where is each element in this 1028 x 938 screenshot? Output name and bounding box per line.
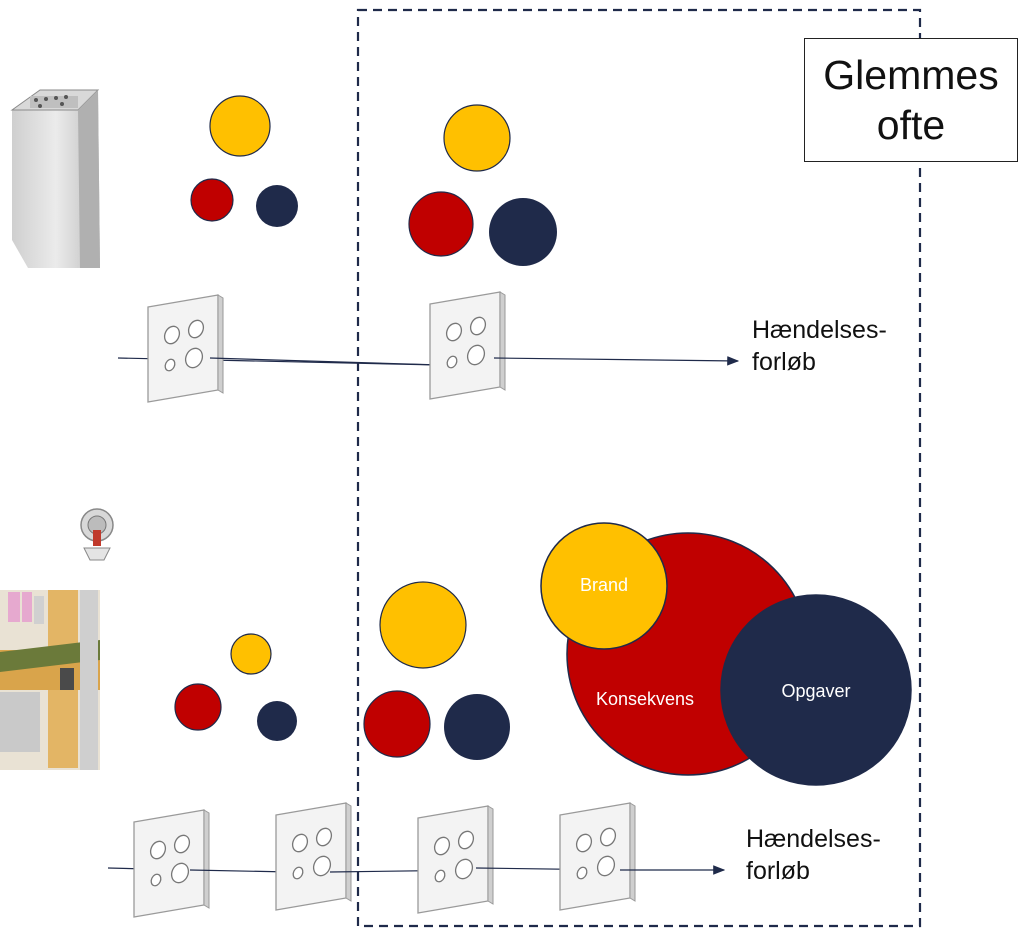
navy-circle (444, 694, 510, 760)
yellow-circle (379, 581, 467, 669)
flow-label-bottom-line-1: Hændelses- (746, 825, 881, 853)
opgaver-label: Opgaver (781, 681, 851, 701)
glemmes-ofte-callout: Glemmes ofte (804, 38, 1018, 162)
yellow-circle (209, 95, 271, 157)
flow-label-top-line-1: Hændelses- (752, 316, 887, 344)
yellow-circle (230, 633, 272, 675)
perforated-plate-icon (133, 809, 210, 918)
konsekvens-label: Konsekvens (595, 689, 695, 709)
wall-floor-section-icon (0, 590, 100, 770)
timeline-line (209, 357, 441, 366)
perforated-plate-icon (559, 802, 636, 911)
brand-label: Brand (579, 575, 629, 595)
timeline-arrow (493, 356, 740, 366)
callout-line-2: ofte (876, 102, 946, 148)
perforated-plate-icon (429, 291, 506, 400)
red-circle (363, 690, 431, 758)
brand-circle (540, 522, 668, 650)
navy-circle (256, 185, 298, 227)
flow-label-bottom-line-2: forløb (746, 857, 810, 885)
red-circle (408, 191, 474, 257)
perforated-plate-icon (147, 294, 224, 403)
flow-label-bottom: Hændelses- forløb (746, 823, 881, 887)
red-circle (174, 683, 222, 731)
red-circle (190, 178, 234, 222)
perforated-plate-icon (417, 805, 494, 914)
flow-label-top: Hændelses- forløb (752, 314, 887, 378)
navy-circle (489, 198, 557, 266)
perforated-plate-icon (275, 802, 352, 911)
callout-line-1: Glemmes (823, 52, 999, 98)
concrete-column-icon (10, 89, 100, 268)
navy-circle (257, 701, 297, 741)
flow-label-top-line-2: forløb (752, 348, 816, 376)
yellow-circle (443, 104, 511, 172)
focus-region-dashed-box (356, 8, 922, 928)
sprinkler-icon (80, 508, 114, 561)
opgaver-circle (720, 594, 912, 786)
